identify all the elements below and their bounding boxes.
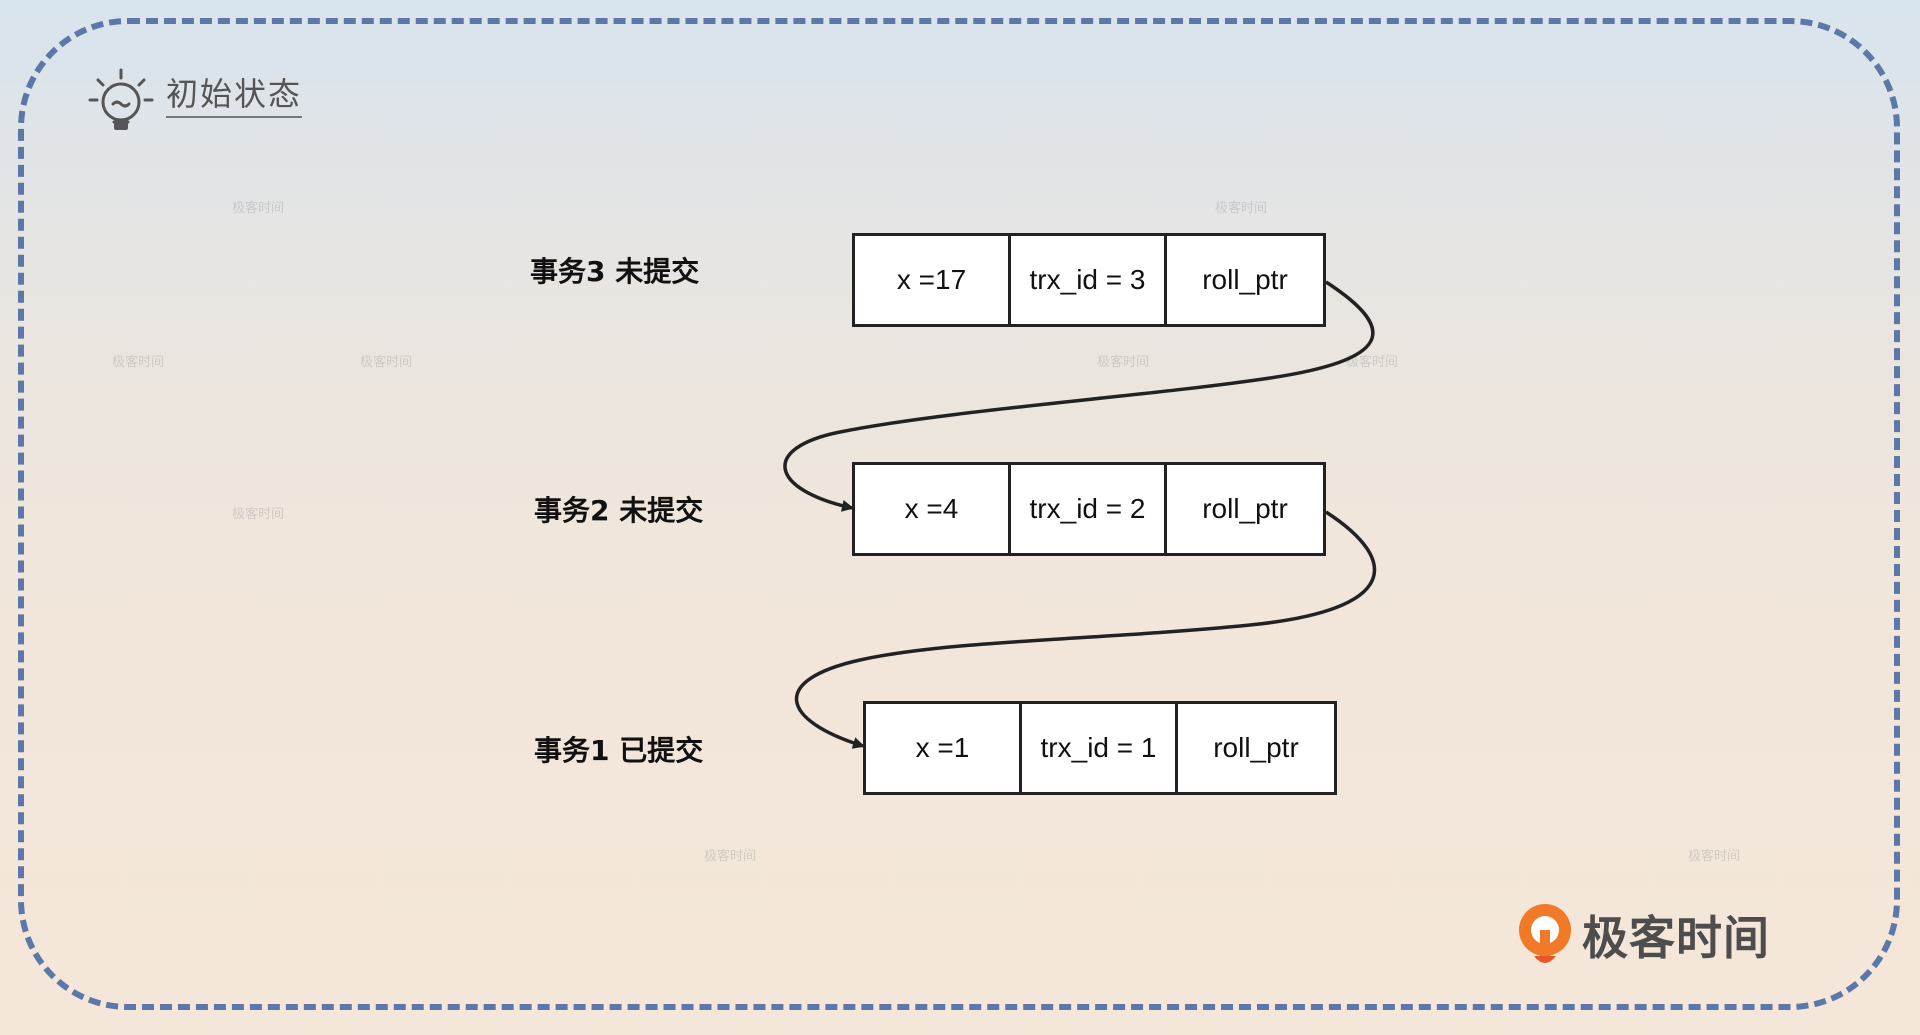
watermark: 极客时间 xyxy=(232,507,285,522)
record-row-trx-2: x =4 trx_id = 2 roll_ptr xyxy=(852,462,1326,556)
geektime-logo-icon xyxy=(1519,904,1571,963)
transaction-1-label: 事务1 已提交 xyxy=(534,734,704,767)
page-title: 初始状态 xyxy=(166,74,303,118)
lightbulb-icon xyxy=(88,68,154,130)
trx-id-cell: trx_id = 3 xyxy=(1011,236,1167,324)
watermark: 极客时间 xyxy=(1215,201,1268,216)
dashed-frame xyxy=(18,18,1900,1010)
transaction-3-label: 事务3 未提交 xyxy=(530,255,700,288)
trx-id-cell: trx_id = 2 xyxy=(1011,465,1167,553)
trx-id-cell: trx_id = 1 xyxy=(1022,704,1178,792)
watermark: 极客时间 xyxy=(1688,849,1741,864)
roll-ptr-cell: roll_ptr xyxy=(1202,264,1288,295)
brand-logo-text: 极客时间 xyxy=(1582,911,1770,965)
record-row-trx-3: x =17 trx_id = 3 roll_ptr xyxy=(852,233,1326,327)
transaction-2-label: 事务2 未提交 xyxy=(534,494,704,527)
value-cell: x =1 xyxy=(866,704,1022,792)
value-cell: x =4 xyxy=(855,465,1011,553)
watermark: 极客时间 xyxy=(112,355,165,370)
value-cell: x =17 xyxy=(855,236,1011,324)
brand-logo: 极客时间 xyxy=(1516,902,1770,968)
watermark: 极客时间 xyxy=(232,201,285,216)
watermark: 极客时间 xyxy=(360,355,413,370)
roll-ptr-cell: roll_ptr xyxy=(1202,493,1288,524)
roll-ptr-cell: roll_ptr xyxy=(1213,732,1299,763)
record-row-trx-1: x =1 trx_id = 1 roll_ptr xyxy=(863,701,1337,795)
watermark: 极客时间 xyxy=(704,849,757,864)
